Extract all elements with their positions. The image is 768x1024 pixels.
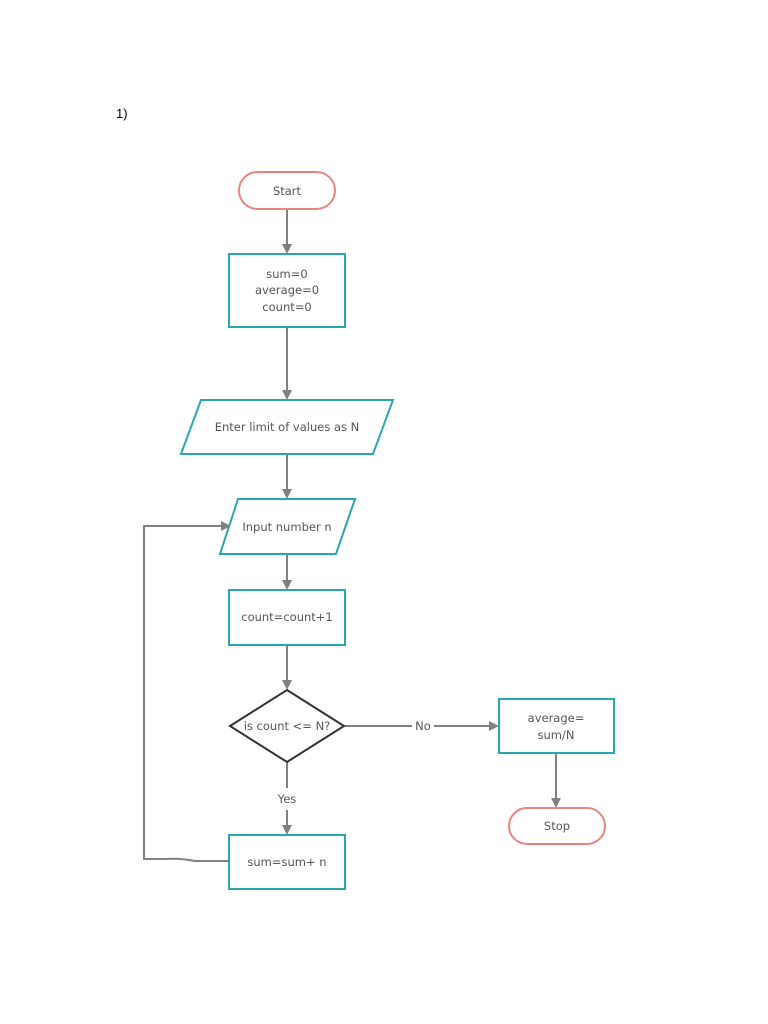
- add-process-box: sum=sum+ n: [228, 834, 346, 890]
- add-label: sum=sum+ n: [247, 855, 326, 869]
- average-line-2: sum/N: [538, 728, 575, 742]
- input-number-input: Input number n: [218, 498, 357, 555]
- no-label: No: [415, 719, 431, 733]
- init-process-box: sum=0 average=0 count=0: [228, 253, 346, 328]
- init-line-average: average=0: [255, 283, 319, 297]
- connectors: [143, 209, 561, 862]
- enter-limit-label: Enter limit of values as N: [215, 420, 360, 434]
- loop-back-arrow: [143, 521, 231, 862]
- average-line-1: average=: [528, 711, 585, 725]
- init-line-count: count=0: [262, 300, 311, 314]
- input-number-label: Input number n: [242, 520, 331, 534]
- decision-diamond: is count <= N?: [228, 688, 346, 764]
- start-terminal: Start: [238, 171, 336, 210]
- page-number: 1): [116, 106, 128, 121]
- stop-label: Stop: [544, 819, 570, 833]
- start-label: Start: [273, 184, 302, 198]
- increment-process-box: count=count+1: [228, 589, 346, 646]
- stop-terminal: Stop: [508, 807, 606, 845]
- enter-limit-input: Enter limit of values as N: [179, 399, 395, 455]
- average-process-box: average= sum/N: [498, 698, 615, 754]
- init-line-sum: sum=0: [266, 267, 307, 281]
- increment-label: count=count+1: [241, 610, 332, 624]
- yes-label: Yes: [277, 792, 297, 806]
- decision-label: is count <= N?: [244, 719, 331, 733]
